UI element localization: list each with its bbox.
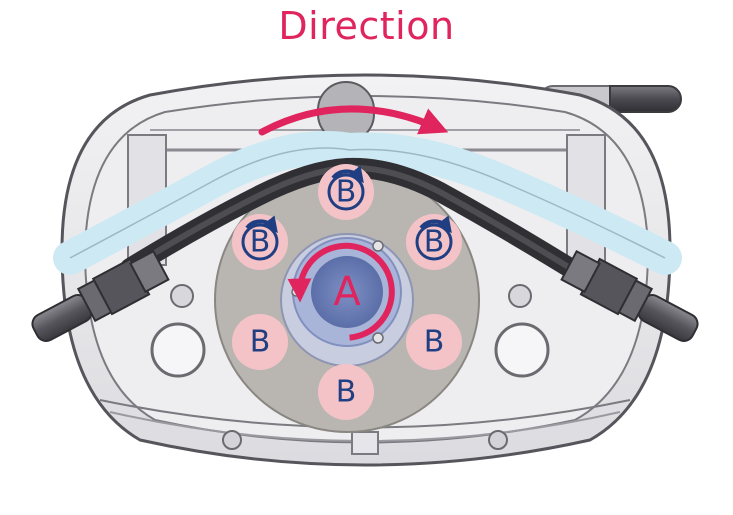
roller-label: B: [424, 225, 445, 260]
roller-spin-arrow: [331, 165, 364, 184]
roller-lower-right: B: [406, 314, 462, 370]
roller-label: B: [336, 375, 357, 410]
hub-rotation-arrow: [287, 242, 395, 341]
direction-arrow: [258, 105, 449, 136]
right-tube-fitting: [560, 249, 699, 342]
roller-lower-left: B: [232, 314, 288, 370]
roller-label: B: [250, 225, 271, 260]
roller-spin-arrow: [245, 215, 278, 234]
roller-bottom: B: [318, 364, 374, 420]
roller-label: B: [424, 325, 445, 360]
hub-label-a: A: [333, 269, 361, 315]
roller-label: B: [336, 175, 357, 210]
left-tube-fitting: [31, 249, 170, 342]
roller-spin-arrow: [419, 215, 452, 234]
left-mount-holes: [150, 284, 206, 378]
direction-title: Direction: [278, 4, 455, 48]
roller-label: B: [250, 325, 271, 360]
right-mount-holes: [494, 284, 550, 378]
rotor-hub-a: A: [291, 237, 402, 347]
